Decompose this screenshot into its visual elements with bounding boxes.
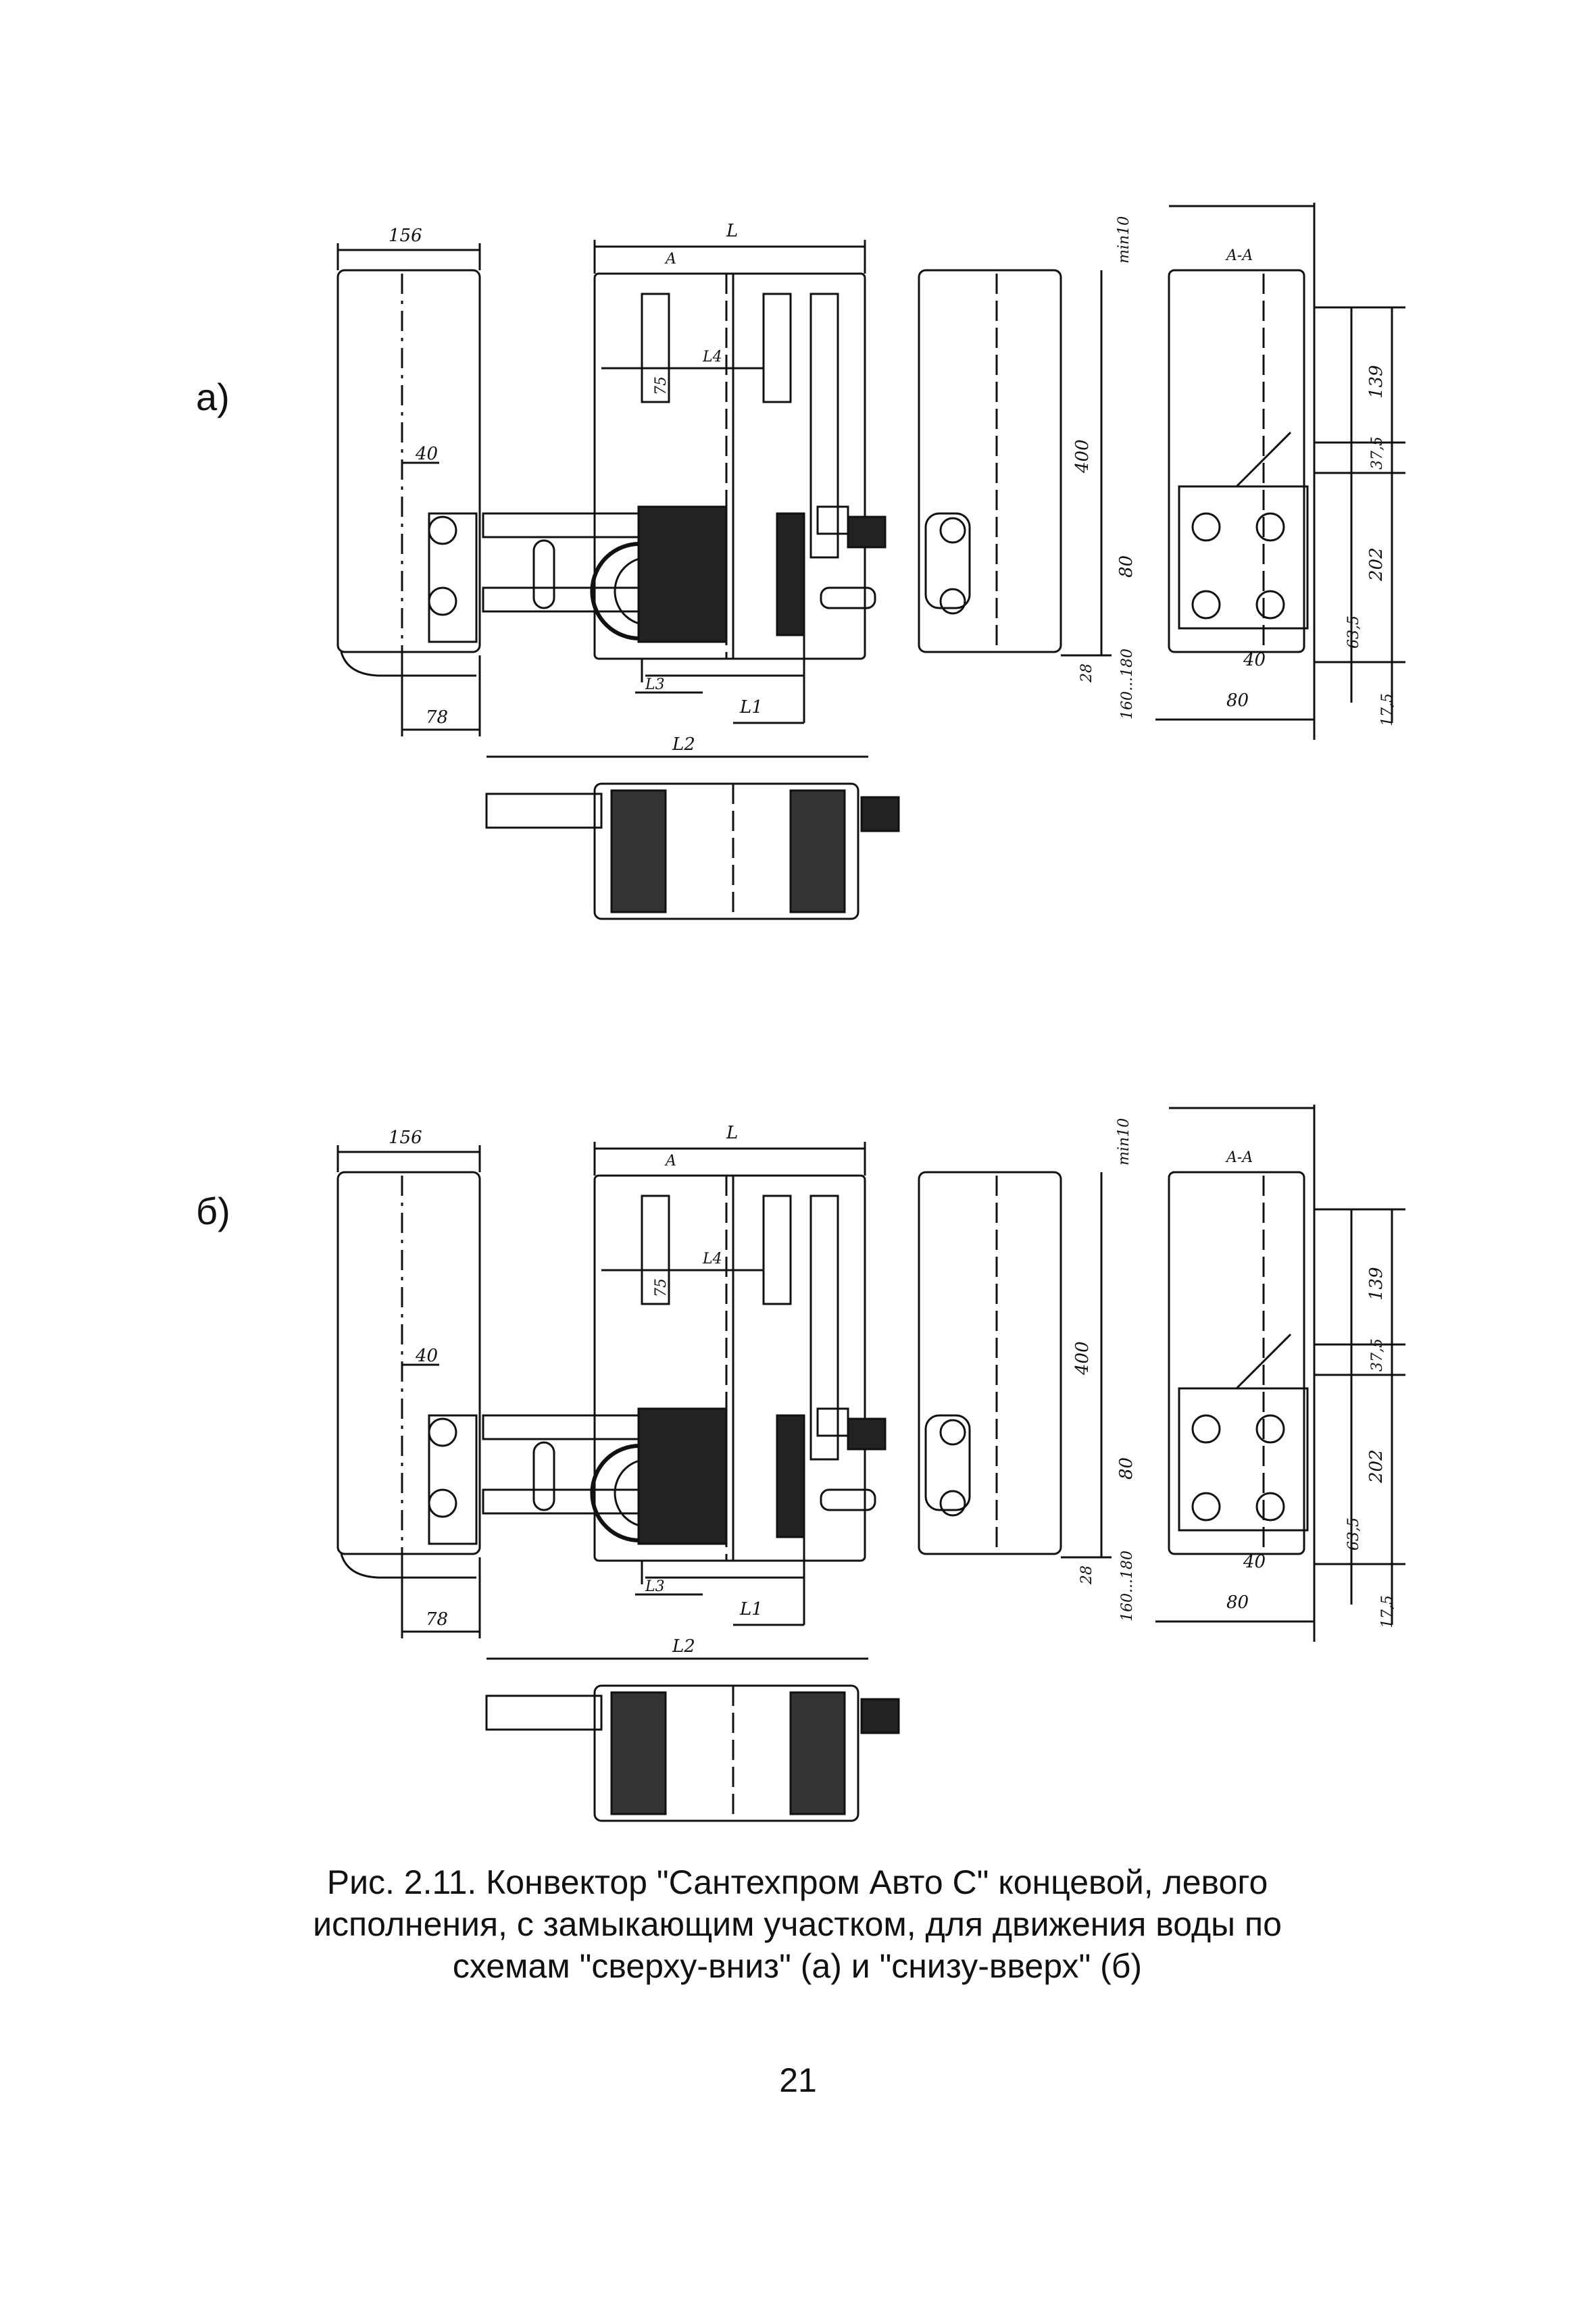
dim-L: L: [726, 221, 738, 241]
dim-139: 139: [1366, 365, 1387, 399]
dim-17-5: 17,5: [1379, 1595, 1396, 1628]
figure-b-label: б): [196, 1190, 230, 1232]
dim-156: 156: [389, 226, 422, 246]
dim-L: L: [726, 1123, 738, 1143]
dim-75: 75: [653, 376, 670, 395]
dim-A: A: [664, 251, 676, 268]
heater-side-view: [918, 269, 1112, 657]
caption-line-1: Рис. 2.11. Конвектор "Сантехпром Авто С"…: [326, 1863, 1268, 1901]
section-a-a: [1155, 1105, 1405, 1642]
caption-line-3: схемам "сверху-вниз" (а) и "снизу-вверх"…: [452, 1947, 1143, 1985]
dim-40-section: 40: [1243, 1552, 1266, 1572]
dim-160-180: 160...180: [1119, 649, 1136, 720]
dim-L4: L4: [702, 349, 722, 366]
dim-L3: L3: [645, 676, 665, 693]
figure-caption: Рис. 2.11. Конвектор "Сантехпром Авто С"…: [203, 1861, 1392, 1987]
dim-37-5: 37,5: [1369, 1338, 1386, 1372]
convector-drawing-b: 156 L A A-A min10 L4 75 40 400 139 37,5 …: [336, 1105, 1405, 1822]
dim-A-A: A-A: [1225, 1149, 1253, 1166]
dim-40: 40: [415, 444, 438, 464]
page-number: 21: [779, 2061, 817, 2099]
dim-min10: min10: [1116, 216, 1132, 263]
dim-37-5: 37,5: [1369, 436, 1386, 470]
dim-400: 400: [1072, 1341, 1093, 1376]
dim-80-section: 80: [1226, 690, 1249, 711]
dim-L2: L2: [672, 734, 695, 755]
dim-L3: L3: [645, 1578, 665, 1595]
dim-L1: L1: [739, 1599, 763, 1619]
dim-63-5: 63,5: [1345, 1517, 1362, 1551]
dim-A: A: [664, 1153, 676, 1169]
dim-L2: L2: [672, 1636, 695, 1657]
dim-17-5: 17,5: [1379, 693, 1396, 726]
convector-drawing-a: 156 L A A-A min10 L4 75 40 400 139 37,5 …: [336, 203, 1405, 920]
dim-139: 139: [1366, 1267, 1387, 1301]
dim-63-5: 63,5: [1345, 615, 1362, 649]
caption-line-2: исполнения, с замыкающим участком, для д…: [313, 1905, 1282, 1943]
figure-a-label: а): [196, 376, 230, 418]
dim-80-vert: 80: [1116, 1457, 1137, 1480]
dim-A-A: A-A: [1225, 247, 1253, 264]
dim-L4: L4: [702, 1251, 722, 1267]
heater-side-view: [918, 1171, 1112, 1559]
dim-L1: L1: [739, 697, 763, 718]
heater-plan-view: [485, 755, 900, 920]
dim-400: 400: [1072, 439, 1093, 474]
dim-40-section: 40: [1243, 650, 1266, 670]
heater-top-view: [593, 240, 887, 724]
dim-28: 28: [1078, 663, 1095, 683]
dim-28: 28: [1078, 1565, 1095, 1585]
dim-min10: min10: [1116, 1118, 1132, 1165]
dim-202: 202: [1366, 547, 1387, 582]
dim-80-section: 80: [1226, 1592, 1249, 1613]
heater-top-view: [593, 1142, 887, 1626]
end-view-left: [336, 1145, 481, 1638]
dim-156: 156: [389, 1128, 422, 1148]
dim-160-180: 160...180: [1119, 1551, 1136, 1621]
dim-80-vert: 80: [1116, 555, 1137, 578]
dim-78: 78: [426, 707, 448, 728]
heater-plan-view: [485, 1657, 900, 1822]
dim-75: 75: [653, 1278, 670, 1297]
section-a-a: [1155, 203, 1405, 740]
dim-40: 40: [415, 1346, 438, 1366]
dim-78: 78: [426, 1609, 448, 1630]
dim-202: 202: [1366, 1449, 1387, 1484]
end-view-left: [336, 243, 481, 736]
